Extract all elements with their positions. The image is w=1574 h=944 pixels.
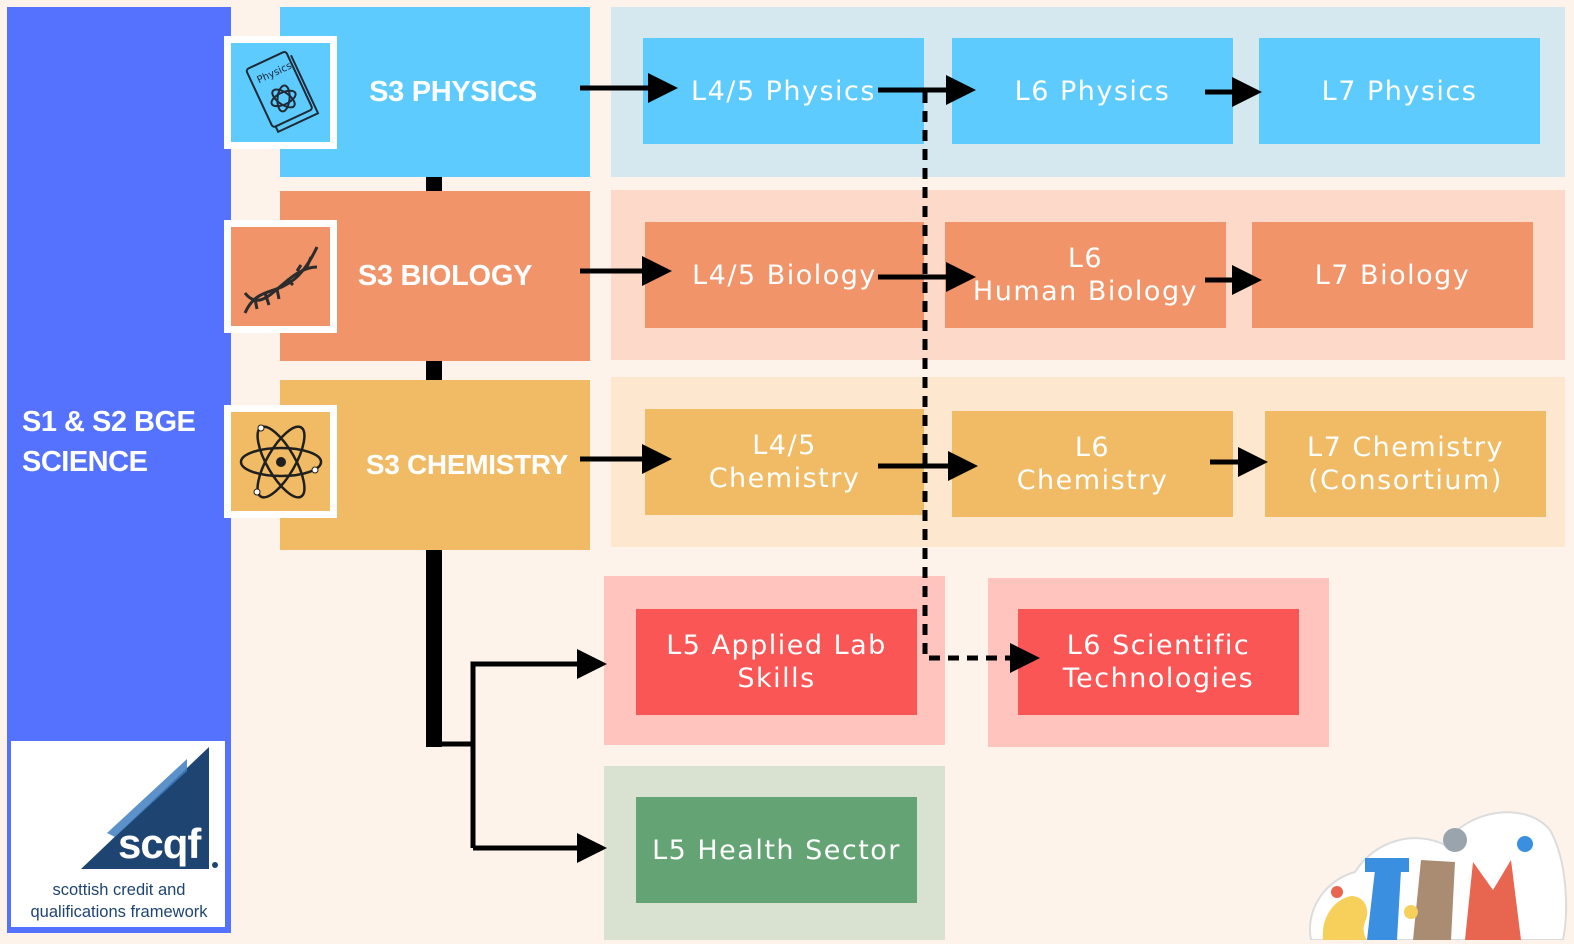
l6-physics-label: L6 Physics [1014, 75, 1171, 107]
l7-chemistry-box: L7 Chemistry (Consortium) [1265, 411, 1546, 517]
l6-biology-box: L6 Human Biology [945, 222, 1226, 328]
l45-chemistry-label: L4/5 Chemistry [708, 430, 861, 494]
scqf-logo-word: scqf [118, 820, 201, 867]
l45-biology-label: L4/5 Biology [692, 259, 877, 291]
biology-icon-frame [224, 220, 337, 333]
scqf-logo-graphic [81, 747, 218, 869]
physics-book-icon: Physics [231, 43, 330, 142]
s3-biology-label: S3 BIOLOGY [357, 259, 533, 292]
l45-physics-label: L4/5 Physics [691, 75, 876, 107]
page-title: S1 & S2 BGE SCIENCE [22, 406, 196, 478]
l5-health-sector-box: L5 Health Sector [636, 797, 917, 903]
scqf-logo-tagline: scottish credit and qualifications frame… [30, 881, 208, 921]
l6-biology-label: L6 Human Biology [972, 243, 1199, 307]
arrow-to-applied-lab [470, 649, 607, 848]
l7-biology-box: L7 Biology [1252, 222, 1533, 328]
l7-physics-label: L7 Physics [1321, 75, 1478, 107]
atom-icon [231, 412, 330, 511]
chemistry-icon-frame [224, 405, 337, 518]
l5-applied-lab-label: L5 Applied Lab Skills [666, 630, 887, 694]
l7-physics-box: L7 Physics [1259, 38, 1540, 144]
physics-icon-frame: Physics [224, 36, 337, 149]
l6-scientific-tech-box: L6 Scientific Technologies [1018, 609, 1299, 715]
l6-physics-box: L6 Physics [952, 38, 1233, 144]
l6-scientific-tech-label: L6 Scientific Technologies [1062, 630, 1255, 694]
l7-biology-label: L7 Biology [1314, 259, 1471, 291]
dashed-arrow-to-scientific-tech [922, 92, 1040, 673]
l6-chemistry-box: L6 Chemistry [952, 411, 1233, 517]
stem-sticker-icon [1305, 800, 1569, 941]
s3-physics-label: S3 PHYSICS [369, 75, 537, 108]
scqf-logo [11, 741, 225, 927]
l45-biology-box: L4/5 Biology [645, 222, 924, 328]
l45-physics-box: L4/5 Physics [643, 38, 924, 144]
s3-chemistry-label: S3 CHEMISTRY [365, 449, 569, 480]
l45-chemistry-box: L4/5 Chemistry [645, 409, 924, 515]
l5-applied-lab-box: L5 Applied Lab Skills [636, 609, 917, 715]
l5-health-sector-label: L5 Health Sector [652, 834, 901, 866]
l7-chemistry-label: L7 Chemistry (Consortium) [1307, 432, 1504, 496]
dna-icon [231, 227, 330, 326]
l6-chemistry-label: L6 Chemistry [1016, 432, 1169, 496]
